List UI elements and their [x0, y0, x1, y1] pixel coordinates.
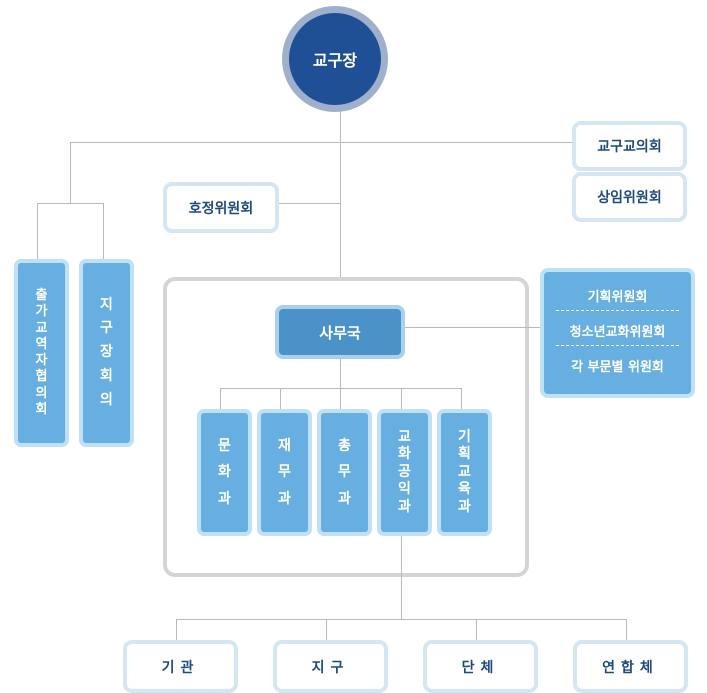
bottom-federation-box: 연합체	[573, 640, 688, 693]
connector-dept-2	[280, 388, 281, 410]
dept-general-char: 총	[338, 437, 351, 454]
committee-planning: 기획위원회	[587, 290, 648, 305]
connector-dept-4	[401, 388, 402, 410]
connector-right-branch	[340, 142, 573, 143]
connector-hojeong	[268, 203, 340, 204]
clergy-council-char: 역	[35, 336, 48, 352]
clergy-council-char: 협	[35, 369, 48, 385]
dept-missionary-char: 익	[398, 481, 411, 498]
bottom-organizations-box: 단체	[423, 640, 538, 693]
district-meeting-char: 의	[100, 391, 113, 408]
clergy-council-box: 출 가 교 역 자 협 의 회	[14, 259, 69, 447]
bottom-district-label: 지구	[311, 659, 350, 676]
connector-dept-3	[340, 388, 341, 410]
connector-bottom-3	[476, 619, 477, 641]
dept-culture-char: 화	[218, 464, 231, 481]
connector-dept-5	[461, 388, 462, 410]
dept-planning-education-box: 기 획 교 육 과	[437, 409, 492, 536]
bottom-institutions-label: 기관	[161, 659, 200, 676]
dept-missionary-char: 화	[398, 446, 411, 463]
clergy-council-char: 회	[35, 401, 48, 417]
bottom-organizations-label: 단체	[461, 659, 500, 676]
dept-missionary-char: 공	[398, 463, 411, 480]
connector-bottom-1	[176, 619, 177, 641]
council-box: 교구교의회	[572, 121, 687, 171]
connector-bottom-2	[326, 619, 327, 641]
clergy-council-char: 자	[35, 353, 48, 368]
connector-committee	[395, 327, 543, 328]
dept-culture-char: 과	[218, 490, 231, 507]
dept-planning-char: 기	[458, 428, 471, 445]
committee-divider	[556, 345, 679, 346]
dept-planning-char: 육	[458, 481, 471, 498]
dept-culture-box: 문 화 과	[197, 409, 252, 536]
connector-left-b	[103, 203, 104, 261]
committee-divider	[556, 310, 679, 311]
dept-finance-char: 과	[278, 490, 291, 507]
dept-missionary-char: 교	[398, 428, 411, 445]
dept-missionary-char: 과	[398, 498, 411, 515]
connector-main-trunk	[340, 110, 341, 305]
connector-bottom-bar	[176, 619, 627, 620]
secretariat-label: 사무국	[319, 323, 361, 342]
hojeong-committee-box: 호정위원회	[163, 182, 279, 233]
connector-left-branch	[70, 142, 340, 143]
dept-finance-box: 재 무 과	[257, 409, 312, 536]
dept-finance-char: 재	[278, 437, 291, 454]
connector-dept-1	[220, 388, 221, 410]
council-label: 교구교의회	[597, 139, 662, 155]
top-node-label: 교구장	[312, 51, 358, 70]
committee-divisions: 각 부문별 위원회	[571, 360, 664, 375]
dept-culture-char: 문	[218, 437, 231, 454]
district-meeting-box: 지 구 장 회 의	[79, 259, 134, 447]
committees-box: 기획위원회 청소년교화위원회 각 부문별 위원회	[540, 268, 695, 398]
standing-committee-label: 상임위원회	[597, 190, 662, 206]
connector-office-down	[340, 350, 341, 388]
hojeong-committee-label: 호정위원회	[188, 200, 254, 217]
dept-general-char: 과	[338, 490, 351, 507]
standing-committee-box: 상임위원회	[572, 172, 687, 222]
clergy-council-char: 교	[35, 320, 48, 336]
dept-planning-char: 과	[458, 498, 471, 515]
connector-dept-bar	[220, 388, 462, 389]
top-node: 교구장	[289, 13, 381, 105]
dept-planning-char: 교	[458, 463, 471, 480]
clergy-council-char: 의	[35, 385, 48, 401]
clergy-council-char: 가	[35, 304, 48, 320]
dept-finance-char: 무	[278, 464, 291, 481]
bottom-federation-label: 연합체	[602, 659, 659, 676]
dept-general-affairs-box: 총 무 과	[317, 409, 372, 536]
connector-left-drop	[70, 142, 71, 204]
district-meeting-char: 회	[100, 367, 113, 384]
committee-youth: 청소년교화위원회	[569, 325, 666, 340]
district-meeting-char: 장	[100, 344, 113, 361]
dept-planning-char: 획	[458, 446, 471, 463]
district-meeting-char: 지	[100, 296, 113, 313]
secretariat-box: 사무국	[275, 305, 405, 359]
connector-left-split	[37, 203, 104, 204]
dept-general-char: 무	[338, 464, 351, 481]
connector-left-a	[37, 203, 38, 261]
district-meeting-char: 구	[100, 320, 113, 337]
clergy-council-char: 출	[35, 288, 48, 303]
dept-missionary-public-box: 교 화 공 익 과	[377, 409, 432, 536]
connector-bottom-4	[626, 619, 627, 641]
bottom-institutions-box: 기관	[123, 640, 238, 693]
bottom-district-box: 지구	[273, 640, 388, 693]
connector-bottom-trunk	[401, 525, 402, 620]
